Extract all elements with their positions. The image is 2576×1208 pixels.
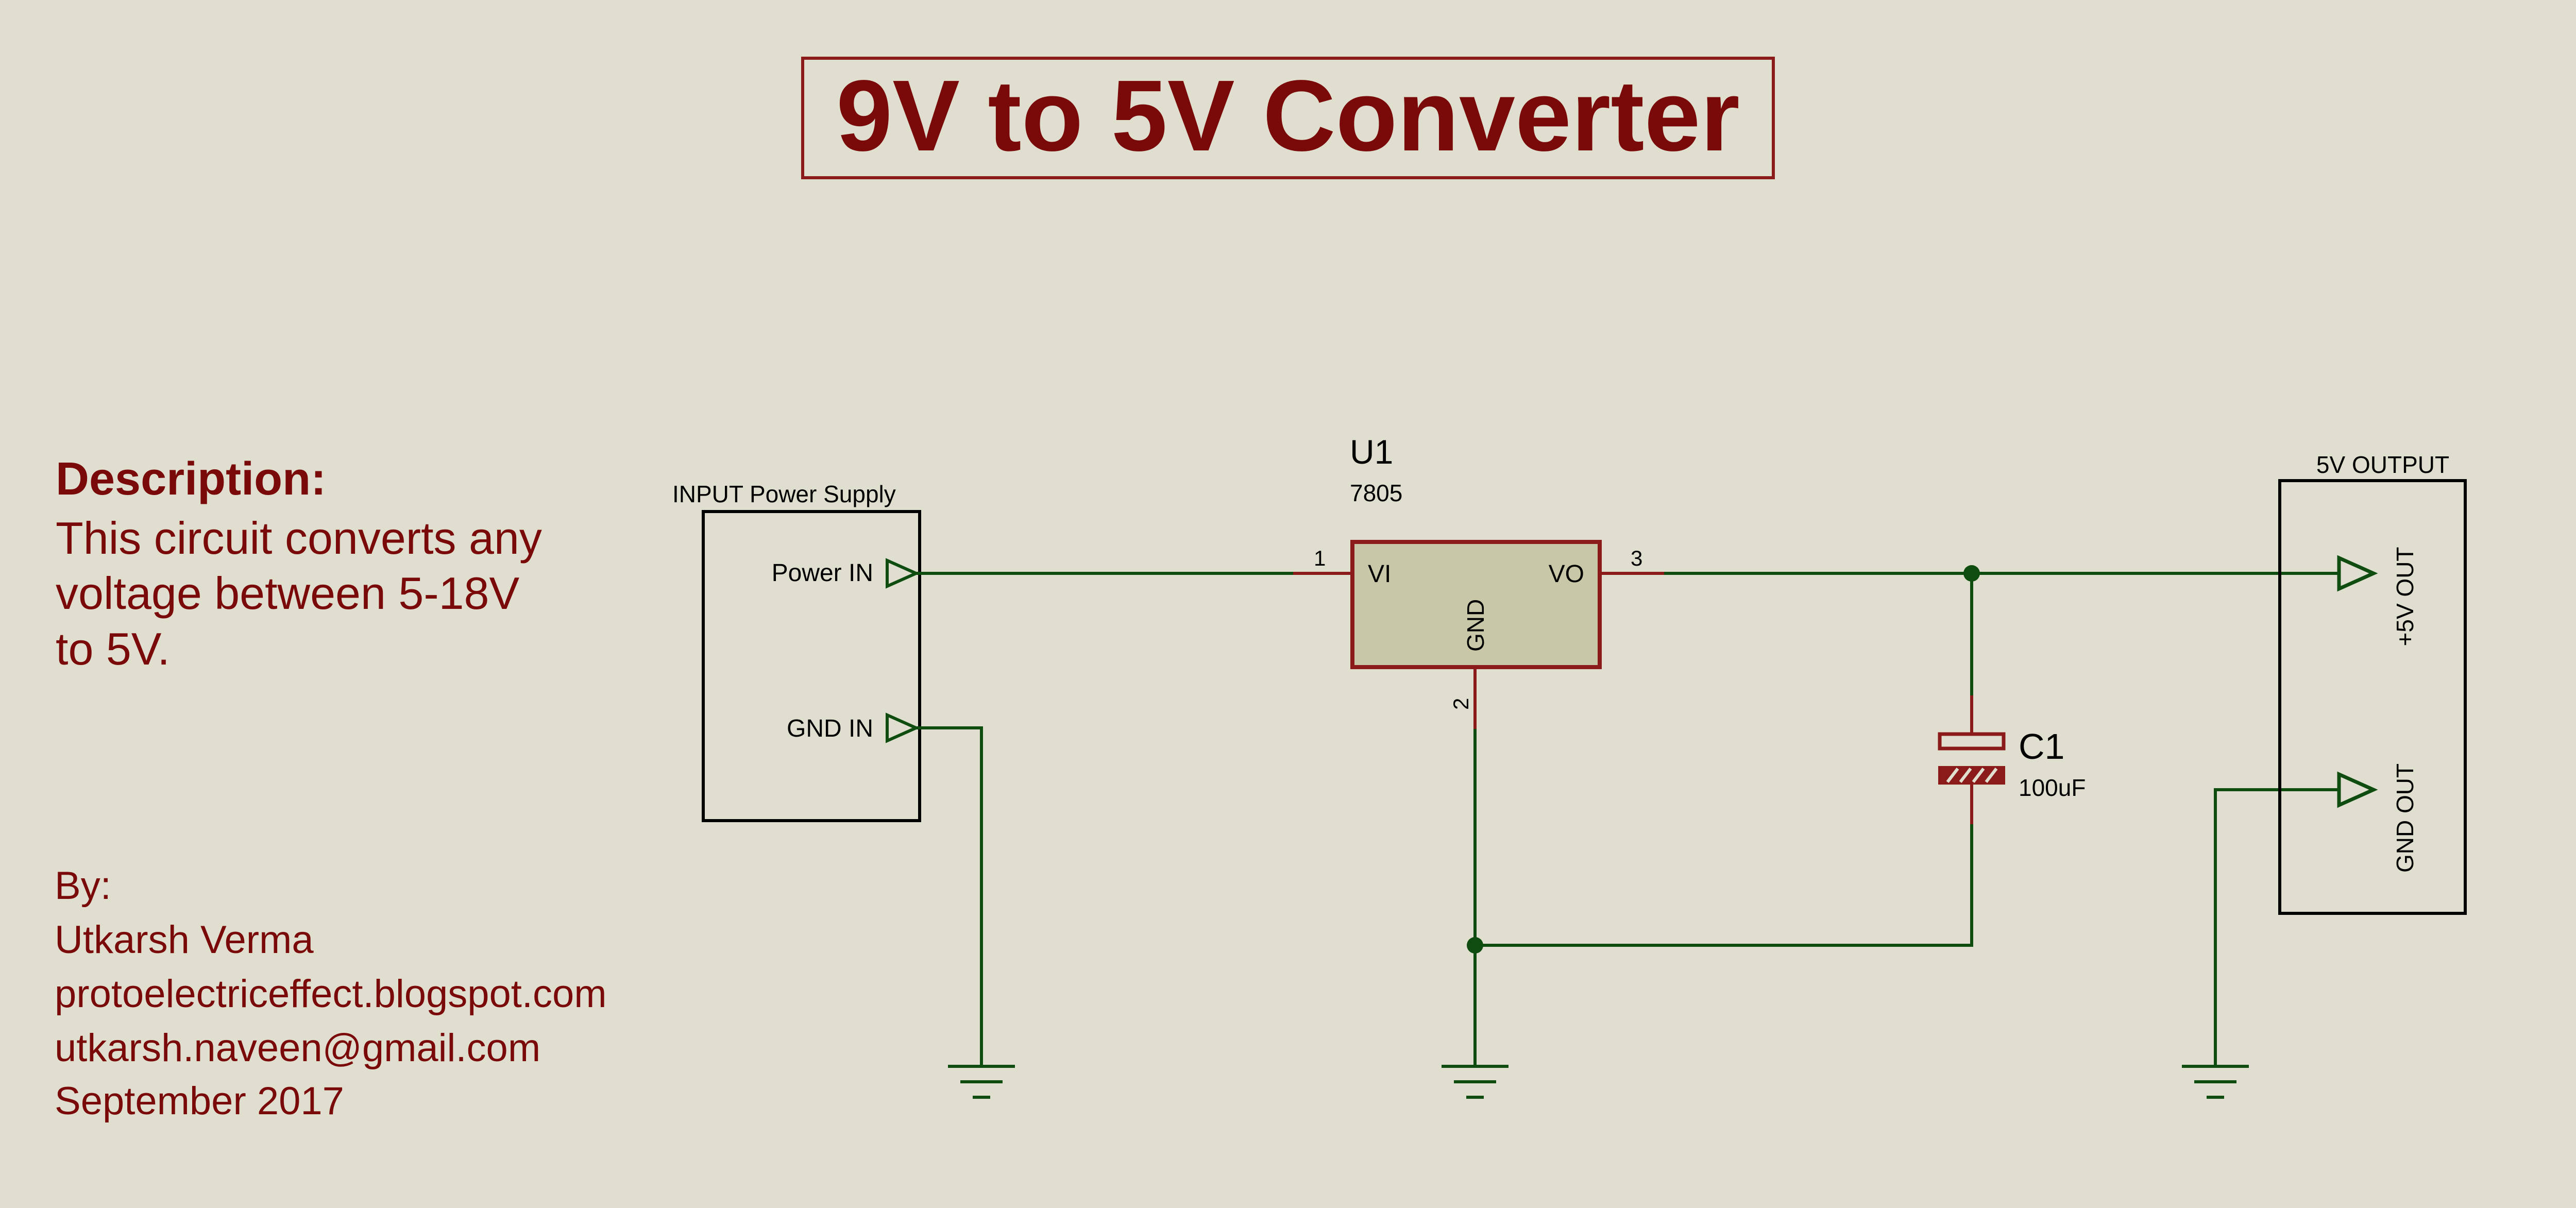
output-block-frame bbox=[2278, 479, 2467, 915]
regulator-pin-2-number: 2 bbox=[1449, 698, 1473, 710]
regulator-pin-1-number: 1 bbox=[1314, 546, 1326, 570]
capacitor-plate-positive bbox=[1938, 732, 2006, 751]
input-power-pin-label: Power IN bbox=[772, 559, 873, 587]
regulator-ref: U1 bbox=[1350, 433, 1393, 471]
wire-output-gnd bbox=[2214, 788, 2341, 1068]
description-line-2: voltage between 5-18V bbox=[56, 568, 520, 619]
credits-email: utkarsh.naveen@gmail.com bbox=[55, 1026, 540, 1070]
title-frame bbox=[801, 57, 1775, 179]
wire-gnd-in-to-ground bbox=[914, 726, 983, 1068]
description-line-3: to 5V. bbox=[56, 623, 170, 674]
output-gnd-pin-label: GND OUT bbox=[2392, 763, 2418, 873]
title-text: 9V to 5V Converter bbox=[836, 59, 1740, 172]
regulator-body bbox=[1350, 540, 1602, 669]
regulator-gnd-label: GND bbox=[1462, 599, 1489, 652]
input-gnd-pin-label: GND IN bbox=[787, 715, 873, 742]
ground-symbol-icon bbox=[1442, 1065, 1509, 1099]
output-block-label: 5V OUTPUT bbox=[2316, 451, 2449, 478]
regulator-pin-3-number: 3 bbox=[1631, 546, 1642, 570]
gnd-in-arrow-icon bbox=[886, 712, 920, 743]
ground-symbol-icon bbox=[2182, 1065, 2249, 1099]
input-block-label: INPUT Power Supply bbox=[672, 481, 896, 507]
credits-author: Utkarsh Verma bbox=[55, 918, 314, 962]
description-heading: Description: bbox=[56, 453, 326, 505]
capacitor-value: 100uF bbox=[2019, 774, 2086, 801]
output-pos-arrow-icon bbox=[2337, 555, 2378, 592]
credits-blog: protoelectriceffect.blogspot.com bbox=[55, 972, 607, 1016]
capacitor-ref: C1 bbox=[2019, 726, 2064, 767]
output-gnd-arrow-icon bbox=[2337, 771, 2378, 808]
credits-date: September 2017 bbox=[55, 1079, 344, 1123]
regulator-value: 7805 bbox=[1350, 480, 1402, 506]
output-pos-pin-label: +5V OUT bbox=[2392, 547, 2418, 646]
wire-cap-bottom bbox=[1473, 823, 1973, 947]
capacitor-hatch bbox=[1946, 768, 1998, 783]
description-line-1: This circuit converts any bbox=[56, 513, 542, 564]
junction-dot-ground bbox=[1467, 937, 1483, 954]
regulator-vi-label: VI bbox=[1368, 560, 1391, 588]
junction-dot-output bbox=[1963, 565, 1980, 582]
input-block-frame bbox=[702, 510, 921, 822]
regulator-vo-label: VO bbox=[1549, 560, 1584, 588]
credits-by: By: bbox=[55, 864, 111, 908]
ground-symbol-icon bbox=[948, 1065, 1015, 1099]
power-in-arrow-icon bbox=[886, 558, 920, 589]
